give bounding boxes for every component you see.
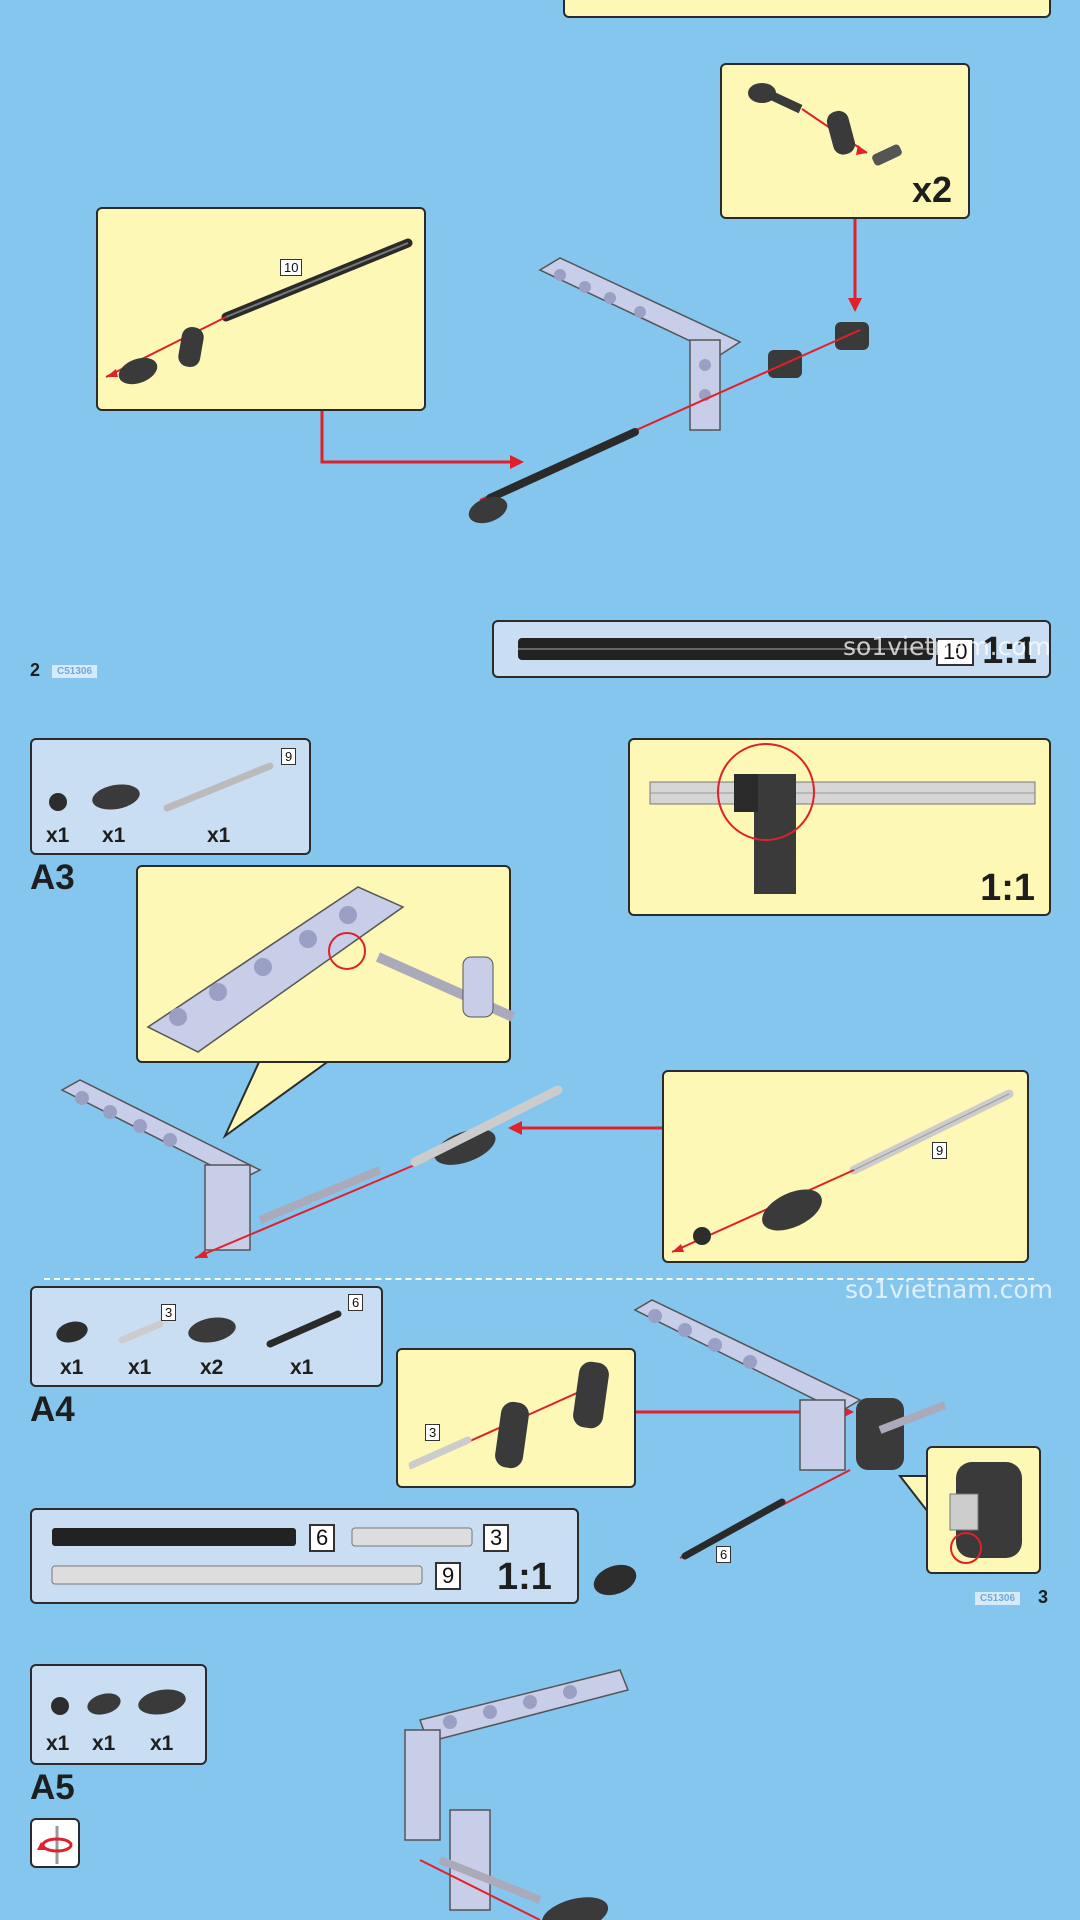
watermark: so1vietnam.com — [843, 632, 1052, 661]
page-number-left: 2 — [30, 660, 41, 680]
frame-assembly-top-drawing — [320, 219, 869, 524]
a4-connector-tag: 3 — [161, 1304, 177, 1321]
a4-scale-bar: 6 3 9 1:1 — [30, 1508, 579, 1604]
section-divider — [44, 1278, 1034, 1280]
a4-qty-4: x1 — [290, 1356, 314, 1379]
a4-qty-3: x2 — [200, 1356, 224, 1379]
axle-length-tag: 10 — [280, 259, 303, 276]
a4-detail-callout — [926, 1446, 1041, 1574]
a5-qty-2: x1 — [92, 1732, 116, 1755]
axle-drawing — [105, 238, 413, 385]
a5-qty-1: x1 — [46, 1732, 70, 1755]
a3-parts-drawing — [49, 762, 274, 812]
a3-insert-callout: 9 — [662, 1070, 1029, 1263]
watermark-2: so1vietnam.com — [845, 1275, 1054, 1304]
top-scale-bar: 10 1:1 — [492, 620, 1051, 678]
a3-insert-drawing — [671, 1089, 1014, 1253]
a3-qty-1: x1 — [46, 824, 70, 847]
a4-insert-tag: 3 — [425, 1424, 441, 1441]
a3-assembly-drawing — [60, 1079, 662, 1259]
a3-zoom-callout — [136, 865, 516, 1063]
a5-assembly-drawing — [404, 1669, 630, 1920]
a3-scale-detail: 1:1 — [628, 738, 1051, 916]
a4-scale-tag-3: 3 — [483, 1524, 510, 1552]
page-code-left: C51306 — [52, 665, 98, 678]
pin-assembly-drawing — [748, 83, 902, 166]
top-callout-cut — [563, 0, 1051, 18]
multiplier-label: x2 — [911, 169, 952, 210]
axle-scale-drawing — [518, 638, 933, 660]
axle-callout: 10 — [96, 207, 426, 411]
a3-detail-scale: 1:1 — [980, 867, 1035, 909]
scale-length-tag: 10 — [936, 638, 975, 666]
a4-assembly-axle-tag: 6 — [716, 1546, 732, 1563]
a4-parts-box: 3 6 x1 x1 x2 x1 — [30, 1286, 383, 1387]
a4-scale-tag-9: 9 — [435, 1562, 462, 1590]
a3-insert-axle-tag: 9 — [932, 1142, 948, 1159]
page-number-right: 3 — [1038, 1587, 1049, 1607]
rotate-arrow-icon — [37, 1826, 73, 1864]
pin-assembly-callout: x2 — [720, 63, 970, 219]
a5-qty-3: x1 — [150, 1732, 174, 1755]
rotate-model-icon — [30, 1818, 80, 1868]
a3-qty-2: x1 — [102, 824, 126, 847]
scale-ratio: 1:1 — [982, 630, 1037, 672]
a3-qty-3: x1 — [207, 824, 231, 847]
a3-axle-tag: 9 — [281, 748, 297, 765]
a4-parts-drawing — [56, 1310, 342, 1348]
a4-insert-drawing — [408, 1361, 609, 1469]
a4-scale-drawing — [51, 1527, 473, 1585]
a4-axle-tag: 6 — [348, 1294, 364, 1311]
page-code-right: C51306 — [975, 1592, 1021, 1605]
a5-parts-drawing — [51, 1689, 186, 1715]
a4-detail-drawing — [949, 1462, 1022, 1564]
step-label-a4: A4 — [30, 1390, 75, 1429]
a3-detail-drawing — [649, 743, 1036, 894]
step-label-a5: A5 — [30, 1768, 75, 1807]
a3-zoom-drawing — [146, 886, 516, 1053]
a3-parts-box: 9 x1 x1 x1 — [30, 738, 311, 855]
a4-insert-callout: 3 — [396, 1348, 636, 1488]
a4-scale-ratio: 1:1 — [497, 1556, 552, 1598]
a4-assembly-drawing — [593, 1299, 947, 1596]
a4-scale-tag-6: 6 — [309, 1524, 336, 1552]
a5-parts-box: x1 x1 x1 — [30, 1664, 207, 1765]
step-label-a3: A3 — [30, 858, 75, 897]
a4-qty-2: x1 — [128, 1356, 152, 1379]
a4-qty-1: x1 — [60, 1356, 84, 1379]
